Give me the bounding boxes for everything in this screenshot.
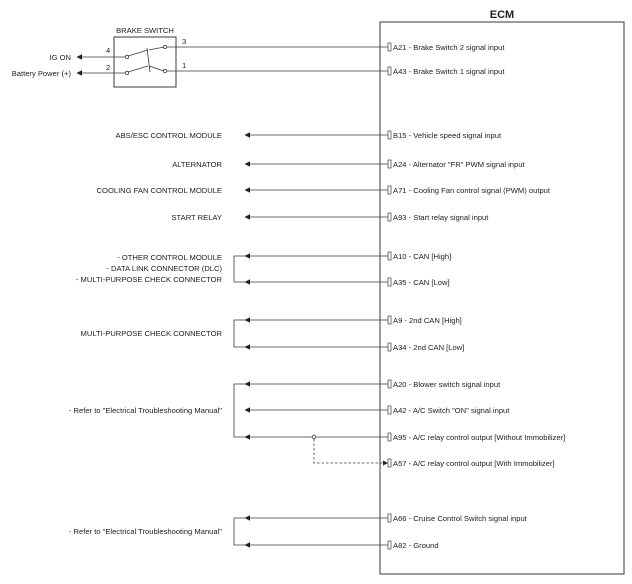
dest-mpcc: - MULTI-PURPOSE CHECK CONNECTOR [76, 275, 223, 284]
terminal-label-a24: A24 - Alternator "FR" PWM signal input [393, 160, 525, 169]
terminal-pin [387, 342, 392, 352]
dest-cooling-fan: COOLING FAN CONTROL MODULE [97, 186, 222, 195]
dest-start-relay: START RELAY [171, 213, 222, 222]
ig-on-label: IG ON [49, 53, 71, 62]
brake-switch-box [113, 36, 177, 88]
terminal-label-a57: A57 - A/C relay control output [With Imm… [393, 459, 555, 468]
switch-contact [124, 54, 130, 60]
terminal-label-a34: A34 - 2nd CAN [Low] [393, 343, 464, 352]
terminal-pin [387, 185, 392, 195]
terminal-label-a66: A66 - Cruise Control Switch signal input [393, 514, 528, 523]
terminal-pin [387, 277, 392, 287]
terminal-label-a82: A82 - Ground [393, 541, 439, 550]
terminal-pin [387, 66, 392, 76]
terminal-label-b15: B15 - Vehicle speed signal input [393, 131, 502, 140]
terminal-label-a43: A43 - Brake Switch 1 signal input [393, 67, 505, 76]
dest-mpcc-2nd-can: MULTI-PURPOSE CHECK CONNECTOR [81, 329, 223, 338]
dest-other-control-module: - OTHER CONTROL MODULE [117, 253, 222, 262]
terminal-label-a93: A93 - Start relay signal input [393, 213, 489, 222]
terminal-pin [387, 379, 392, 389]
dest-etm-cruise: - Refer to "Electrical Troubleshooting M… [69, 527, 222, 536]
dest-dlc: - DATA LINK CONNECTOR (DLC) [106, 264, 222, 273]
terminal-label-a95: A95 - A/C relay control output [Without … [393, 433, 565, 442]
terminal-pin [387, 513, 392, 523]
terminal-pin [387, 458, 392, 468]
terminal-label-a42: A42 - A/C Switch "ON" signal input [393, 406, 510, 415]
terminal-label-a71: A71 - Cooling Fan control signal (PWM) o… [393, 186, 551, 195]
terminal-pin [387, 251, 392, 261]
dest-etm-ac: - Refer to "Electrical Troubleshooting M… [69, 406, 222, 415]
pin-number: 1 [182, 61, 186, 70]
dest-abs-esc: ABS/ESC CONTROL MODULE [116, 131, 222, 140]
terminal-label-a21: A21 - Brake Switch 2 signal input [393, 43, 505, 52]
terminal-pin [387, 315, 392, 325]
a57-arrow-head [383, 460, 388, 466]
junction-dot [311, 434, 317, 440]
terminal-label-a20: A20 - Blower switch signal input [393, 380, 501, 389]
terminal-label-a9: A9 - 2nd CAN [High] [393, 316, 462, 325]
terminal-pin [387, 159, 392, 169]
terminal-pin [387, 212, 392, 222]
ecm-box [379, 21, 625, 575]
battery-power-label: Battery Power (+) [12, 69, 72, 78]
terminal-pin [387, 130, 392, 140]
terminal-pin [387, 432, 392, 442]
terminal-label-a10: A10 - CAN [High] [393, 252, 451, 261]
terminal-pin [387, 42, 392, 52]
terminal-label-a35: A35 - CAN [Low] [393, 278, 450, 287]
ecm-title: ECM [490, 9, 514, 21]
terminal-pin [387, 405, 392, 415]
pin-number: 3 [182, 37, 186, 46]
switch-contact [124, 70, 130, 76]
brake-switch-title: BRAKE SWITCH [116, 26, 174, 35]
pin-number: 2 [106, 63, 110, 72]
dest-alternator: ALTERNATOR [172, 160, 222, 169]
pin-number: 4 [106, 46, 110, 55]
terminal-pin [387, 540, 392, 550]
